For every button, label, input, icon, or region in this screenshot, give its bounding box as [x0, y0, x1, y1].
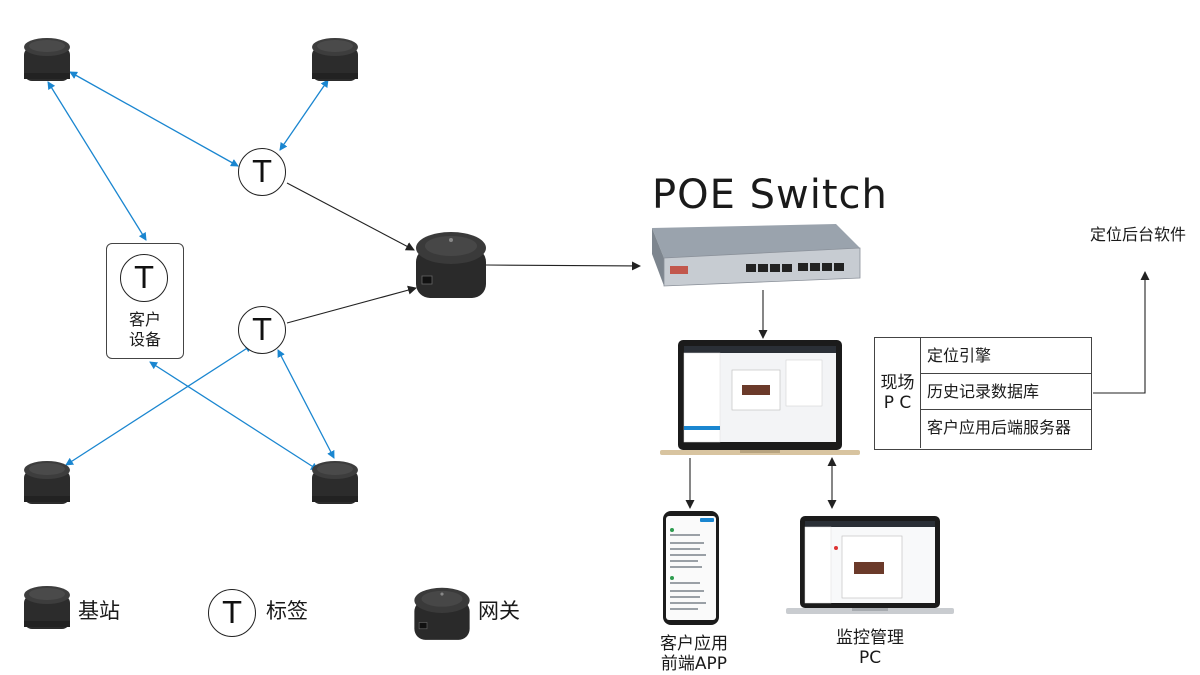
legend-base-station-icon: [22, 583, 72, 633]
gateway-icon: [414, 226, 488, 302]
backend-software-label: 定位后台软件: [1090, 225, 1187, 244]
tag-node: T: [238, 306, 286, 354]
monitor-pc-label: 监控管理 PC: [824, 628, 916, 668]
field-pc-label-line2: P C: [883, 393, 912, 413]
tag-node: T: [238, 148, 286, 196]
legend-tag-icon: T: [208, 589, 256, 637]
link-custdev-bs4: [149, 361, 319, 471]
customer-device-label: 客户 设备: [107, 310, 183, 350]
app-label: 客户应用 前端APP: [648, 634, 740, 674]
field-pc-row-engine: 定位引擎: [921, 338, 1091, 374]
legend-gateway-label: 网关: [478, 599, 520, 623]
server-laptop-icon: [660, 340, 860, 460]
poe-switch-title: POE Switch: [652, 172, 888, 218]
link-bs4-tag2: [277, 349, 335, 459]
link-bs1-custdev: [47, 81, 147, 241]
link-pc-backend: [1093, 271, 1150, 394]
customer-device-label-line2: 设备: [128, 330, 161, 349]
base-station-icon: [310, 458, 360, 508]
base-station-icon: [22, 35, 72, 85]
link-bs3-tag2: [65, 344, 253, 466]
legend-gateway-icon: [412, 583, 472, 643]
monitor-pc-label-line1: 监控管理: [836, 628, 904, 648]
poe-switch-icon: [640, 222, 862, 290]
base-station-icon: [310, 35, 360, 85]
field-pc-table: 现场 P C 定位引擎 历史记录数据库 客户应用后端服务器: [874, 337, 1092, 450]
legend-base-station-label: 基站: [78, 599, 120, 623]
customer-device-tag: T: [120, 254, 168, 302]
field-pc-label: 现场 P C: [875, 338, 921, 448]
link-gateway-switch: [485, 261, 641, 271]
field-pc-row-app-server: 客户应用后端服务器: [927, 418, 1072, 437]
phone-icon: [662, 510, 720, 626]
app-label-line2: 前端APP: [660, 654, 728, 674]
customer-device-box: T 客户 设备: [106, 243, 184, 359]
monitor-pc-label-line2: PC: [858, 648, 882, 668]
customer-device-label-line1: 客户: [128, 310, 161, 329]
app-label-line1: 客户应用: [660, 634, 728, 654]
base-station-icon: [22, 458, 72, 508]
monitor-laptop-icon: [786, 514, 954, 618]
legend-tag-label: 标签: [266, 599, 308, 623]
link-tag1-gateway: [286, 182, 415, 251]
field-pc-label-line1: 现场: [880, 373, 915, 393]
link-tag2-gateway: [286, 285, 417, 324]
link-bs1-tag1: [69, 71, 239, 167]
field-pc-row-database: 历史记录数据库: [921, 374, 1091, 410]
link-bs2-tag1: [279, 79, 329, 151]
